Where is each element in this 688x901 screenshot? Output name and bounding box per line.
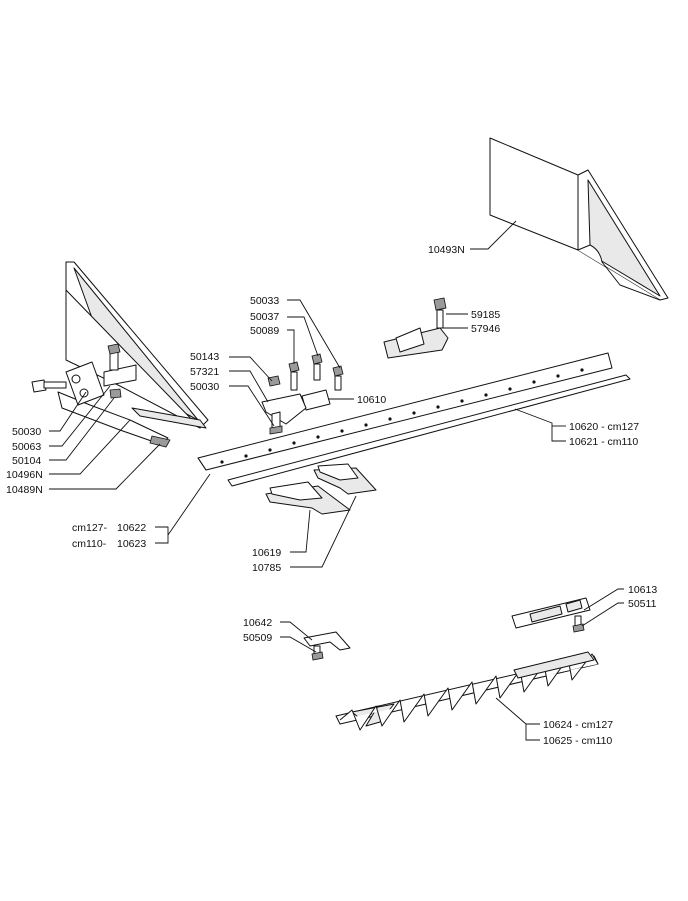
knife-guards [265,463,377,515]
label-cm110-prefix: cm110- [72,538,107,550]
label-50089: 50089 [250,325,279,337]
label-10621: 10621 - cm110 [569,436,638,448]
label-50030-guard: 50030 [190,381,219,393]
label-10785: 10785 [252,562,281,574]
label-10623: 10623 [117,538,146,550]
knife-head [511,597,591,633]
label-57946: 57946 [471,323,500,335]
label-10624: 10624 - cm127 [543,719,613,731]
label-50037: 50037 [250,311,279,323]
cutter-bar-holes [220,368,584,464]
leader-lines [49,220,624,741]
label-50143: 50143 [190,351,219,363]
part-labels: 10493N 50033 50037 50089 59185 57946 501… [6,244,657,747]
label-10620: 10620 - cm127 [569,421,639,433]
label-10493N: 10493N [428,244,465,256]
label-10642: 10642 [243,617,272,629]
label-50509: 50509 [243,632,272,644]
label-10613: 10613 [628,584,657,596]
bolt-set [288,353,344,411]
hold-down-clip [383,297,449,359]
label-10619: 10619 [252,547,281,559]
label-10496N: 10496N [6,469,43,481]
label-50104: 50104 [12,455,41,467]
label-cm127-prefix: cm127- [72,522,108,534]
label-50511: 50511 [628,598,657,610]
guard-fasteners [261,375,307,435]
label-10622: 10622 [117,522,146,534]
knife-clip [303,631,351,661]
label-10610: 10610 [357,394,386,406]
label-50030-divider: 50030 [12,426,41,438]
divider-shield-right [489,137,669,301]
label-10625: 10625 - cm110 [543,735,612,747]
label-10489N: 10489N [6,484,43,496]
divider-left-assembly [31,261,209,448]
cutter-bar [197,352,631,487]
label-50033: 50033 [250,295,279,307]
label-59185: 59185 [471,309,500,321]
label-57321: 57321 [190,366,219,378]
label-50063: 50063 [12,441,41,453]
sickle-knife [335,651,599,731]
